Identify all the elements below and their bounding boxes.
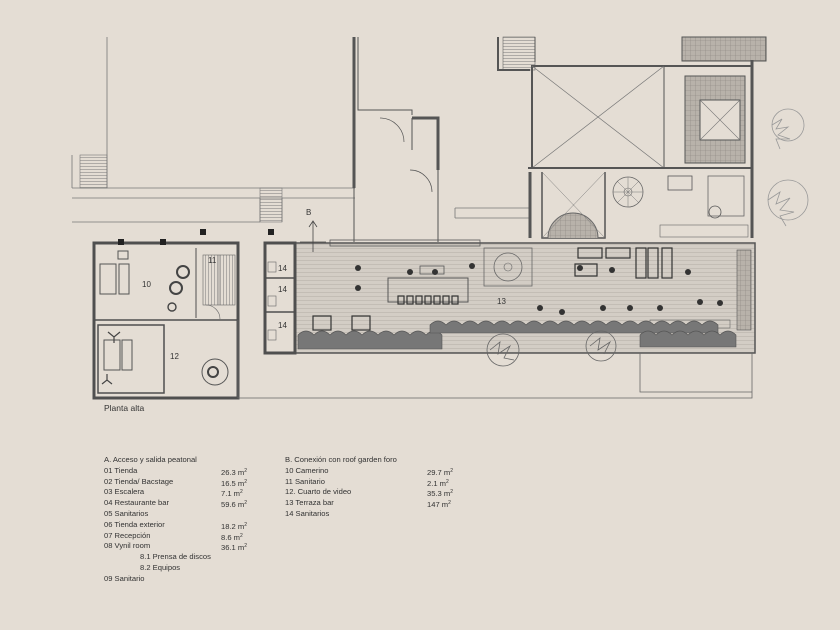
- legend-item-label: 13 Terraza bar: [285, 498, 334, 508]
- legend-b-header: B. Conexión con roof garden foro: [285, 455, 397, 464]
- corridor-walls: [352, 37, 440, 242]
- legend-item-label: 07 Recepción: [104, 530, 151, 540]
- legend-item-label: 03 Escalera: [104, 487, 145, 497]
- legend-item-area: 2.1 m2: [427, 478, 449, 488]
- legend-item: 03 Escalera 7.1 m2: [104, 487, 284, 498]
- legend-item-area: 35.3 m2: [427, 489, 453, 499]
- legend-item-area: 8.6 m2: [221, 532, 243, 542]
- legend-a: A. Acceso y salida peatonal 01 Tienda 26.…: [104, 455, 284, 585]
- legend-item: 08 Vynil room 36.1 m2: [104, 541, 284, 552]
- legend-item-label: 12. Cuarto de video: [285, 487, 352, 497]
- planters: [297, 320, 737, 350]
- legend-subitem: 8.2 Equipos: [140, 562, 181, 572]
- legend-item-label: 06 Tienda exterior: [104, 519, 165, 529]
- label-room-14-a: 14: [278, 264, 287, 273]
- legend-item-area: 29.7 m2: [427, 467, 453, 477]
- legend-item: 06 Tienda exterior 18.2 m2: [104, 520, 284, 531]
- legend-item-area: 16.5 m2: [221, 478, 247, 488]
- legend-item: 09 Sanitario: [104, 573, 145, 583]
- legend-b: B. Conexión con roof garden foro 10 Came…: [285, 455, 465, 520]
- legend-item: 07 Recepción 8.6 m2: [104, 531, 284, 542]
- terrace-13: [263, 239, 756, 355]
- legend-item-label: 04 Restaurante bar: [104, 498, 170, 508]
- legend-item: 10 Camerino 29.7 m2: [285, 466, 465, 477]
- left-block: [92, 229, 274, 400]
- legend-item: 14 Sanitarios: [285, 509, 465, 520]
- legend-item: 05 Sanitarios: [104, 509, 284, 520]
- legend-item: 13 Terraza bar 147 m2: [285, 498, 465, 509]
- legend-item: 01 Tienda 26.3 m2: [104, 466, 284, 477]
- label-room-10: 10: [142, 280, 151, 289]
- legend-item: 12. Cuarto de video 35.3 m2: [285, 487, 465, 498]
- upper-building: [497, 36, 767, 239]
- label-room-13: 13: [497, 297, 506, 306]
- legend-item-label: 10 Camerino: [285, 465, 329, 475]
- label-b: B: [306, 208, 311, 217]
- legend-item-area: 18.2 m2: [221, 521, 247, 531]
- access-b-arrow: [300, 220, 326, 252]
- context-lines: [71, 37, 530, 223]
- label-room-11: 11: [208, 256, 217, 265]
- legend-subitem: 8.1 Prensa de discos: [140, 552, 211, 562]
- legend-a-header: A. Acceso y salida peatonal: [104, 455, 197, 464]
- label-room-14-b: 14: [278, 285, 287, 294]
- label-room-14-c: 14: [278, 321, 287, 330]
- label-room-12: 12: [170, 352, 179, 361]
- lower-outline: [237, 320, 753, 399]
- plan-caption: Planta alta: [104, 403, 145, 413]
- legend-item-area: 26.3 m2: [221, 467, 247, 477]
- legend-item-label: 08 Vynil room: [104, 541, 151, 551]
- stairs-left: [79, 154, 108, 189]
- legend-item-label: 02 Tienda/ Bacstage: [104, 476, 174, 486]
- legend-item: 04 Restaurante bar 59.6 m2: [104, 498, 284, 509]
- legend-item-area: 36.1 m2: [221, 543, 247, 553]
- legend-item-label: 05 Sanitarios: [104, 508, 149, 518]
- legend-item-label: 01 Tienda: [104, 465, 138, 475]
- stairs-mid: [259, 187, 283, 223]
- trees-terrace: [486, 330, 617, 367]
- legend-item: 02 Tienda/ Bacstage 16.5 m2: [104, 477, 284, 488]
- legend-item: 11 Sanitario 2.1 m2: [285, 477, 465, 488]
- trees-right: [767, 108, 809, 227]
- legend-item-area: 59.6 m2: [221, 500, 247, 510]
- legend-item-label: 14 Sanitarios: [285, 508, 330, 518]
- legend-item-label: 11 Sanitario: [285, 476, 325, 486]
- legend-item-area: 7.1 m2: [221, 489, 243, 499]
- legend-item-area: 147 m2: [427, 500, 451, 510]
